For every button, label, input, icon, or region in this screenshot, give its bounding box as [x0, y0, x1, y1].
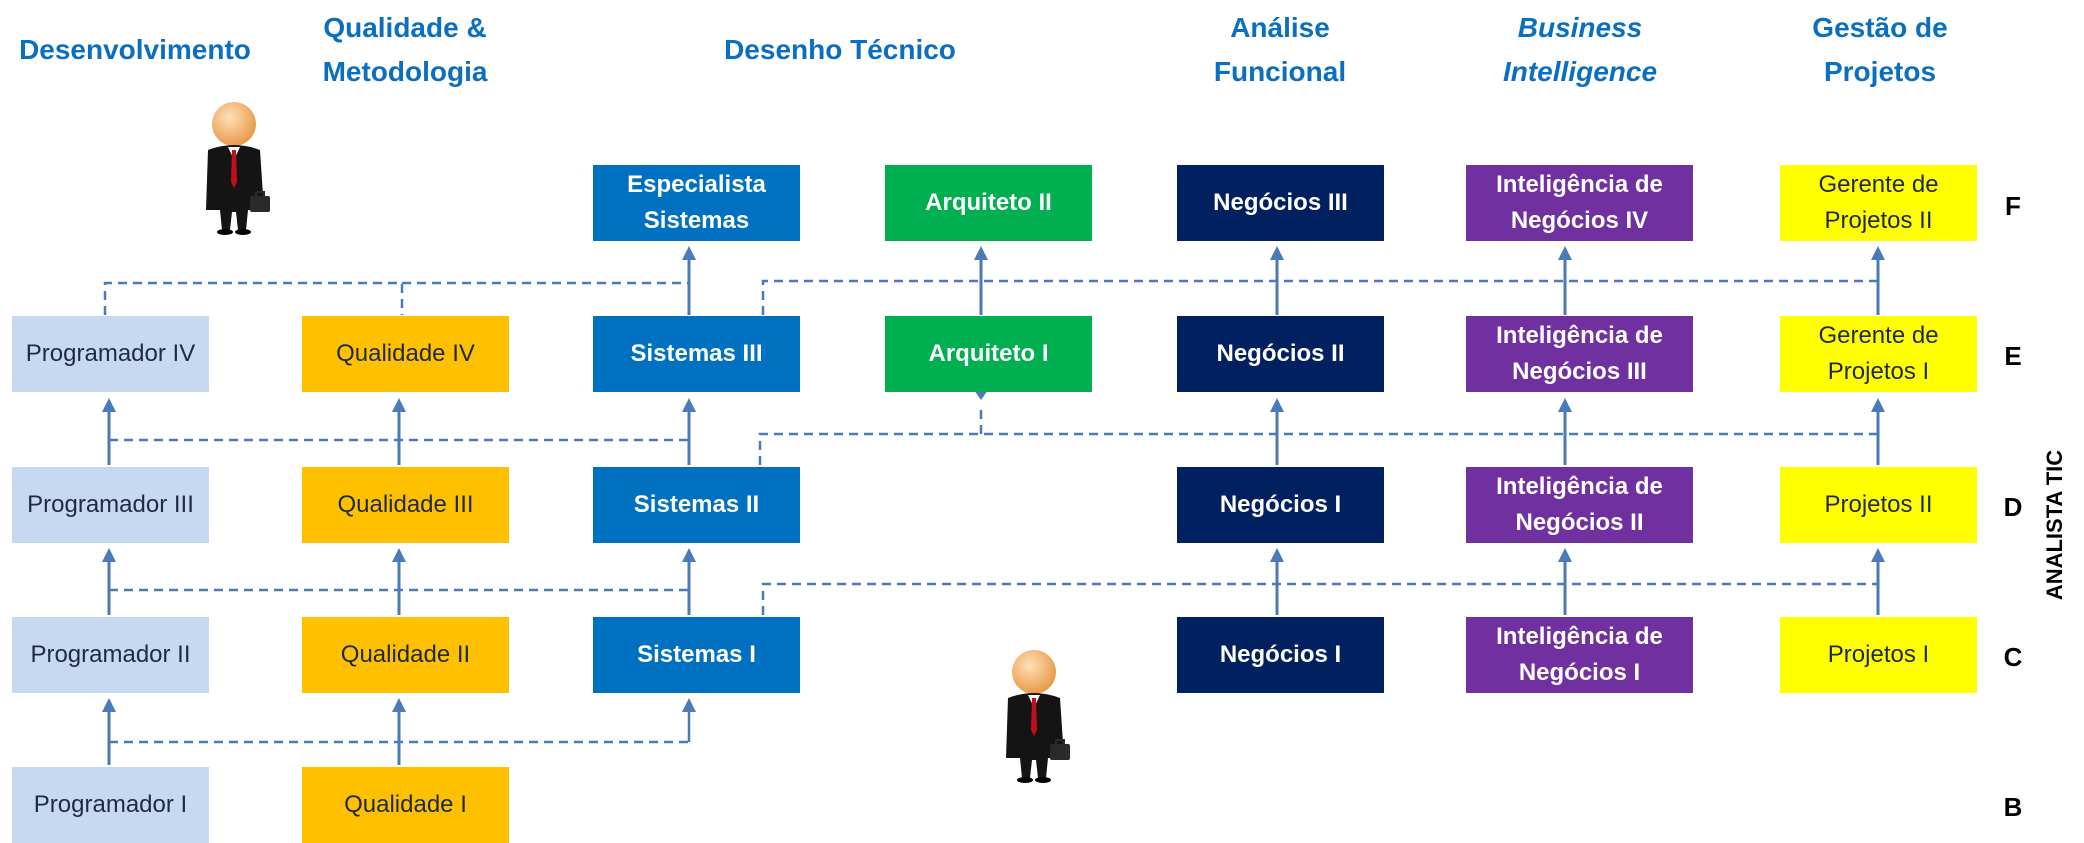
- level-label-b: B: [2003, 792, 2023, 822]
- role-sistemas-i: Sistemas I: [593, 617, 800, 693]
- role-qualidade-i: Qualidade I: [302, 767, 509, 843]
- role-qualidade-iv: Qualidade IV: [302, 316, 509, 392]
- role-qualidade-ii: Qualidade II: [302, 617, 509, 693]
- role-negocios-ii: Negócios II: [1177, 316, 1384, 392]
- role-negocios-iii: Negócios III: [1177, 165, 1384, 241]
- role-projetos-i: Projetos I: [1780, 617, 1977, 693]
- role-qualidade-iii: Qualidade III: [302, 467, 509, 543]
- header-desenho-tecnico: Desenho Técnico: [724, 34, 956, 65]
- header-desenvolvimento: Desenvolvimento: [19, 34, 251, 65]
- level-label-c: C: [2003, 642, 2023, 672]
- businessman-icon: [1006, 650, 1070, 783]
- role-programador-iii: Programador III: [12, 467, 209, 543]
- header-qualidade-metodologia: Qualidade &Metodologia: [322, 12, 488, 87]
- role-projetos-ii: Projetos II: [1780, 467, 1977, 543]
- role-programador-iv: Programador IV: [12, 316, 209, 392]
- role-programador-ii: Programador II: [12, 617, 209, 693]
- level-label-d: D: [2003, 492, 2023, 522]
- role-sistemas-iii: Sistemas III: [593, 316, 800, 392]
- level-label-e: E: [2004, 341, 2022, 371]
- level-label-f: F: [2005, 191, 2021, 221]
- role-sistemas-ii: Sistemas II: [593, 467, 800, 543]
- role-arquiteto-i: Arquiteto I: [885, 316, 1092, 392]
- role-programador-i: Programador I: [12, 767, 209, 843]
- role-arquiteto-ii: Arquiteto II: [885, 165, 1092, 241]
- businessman-icon: [206, 102, 270, 235]
- side-label-analista-tic: ANALISTA TIC: [2042, 449, 2068, 601]
- role-negocios-i-d: Negócios I: [1177, 467, 1384, 543]
- role-negocios-i-c: Negócios I: [1177, 617, 1384, 693]
